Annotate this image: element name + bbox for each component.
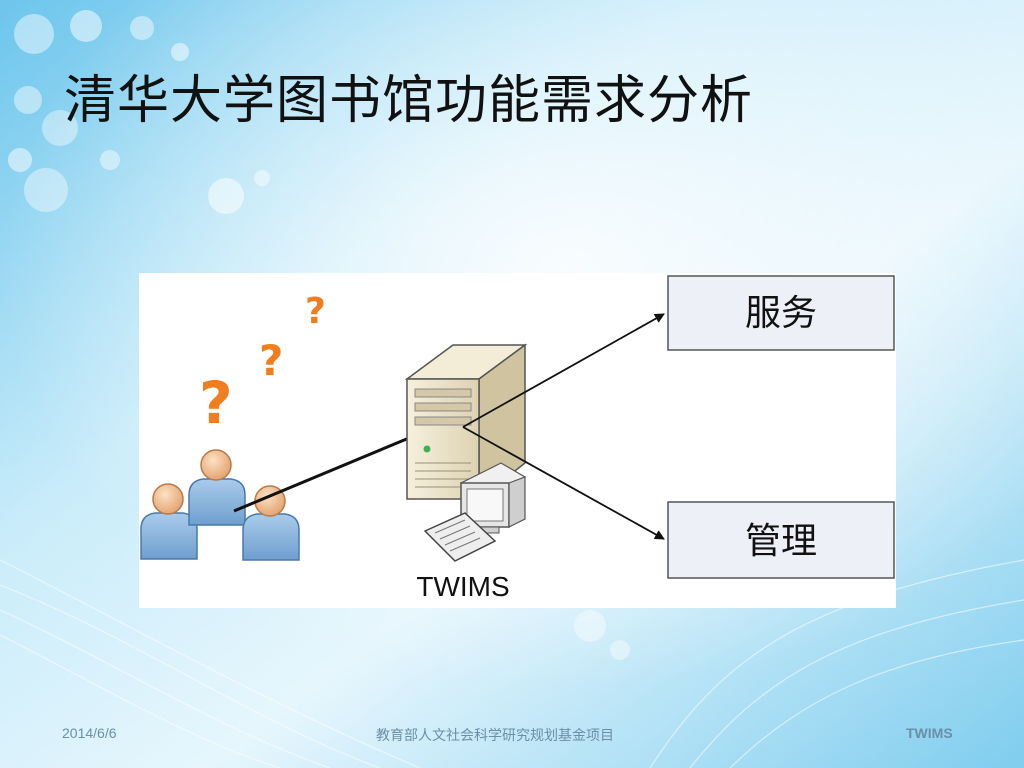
footer-project: 教育部人文社会科学研究规划基金项目 (376, 728, 614, 744)
question-mark-small: ? (305, 291, 326, 332)
services-label: 服务 (745, 293, 817, 334)
question-mark-medium: ? (259, 336, 283, 385)
diagram-panel: ? ? ? (139, 273, 896, 608)
bokeh-circles (8, 10, 630, 660)
management-label: 管理 (745, 521, 817, 562)
management-box: 管理 (667, 501, 895, 579)
arrow-to-management (462, 426, 665, 540)
services-box: 服务 (667, 275, 895, 351)
arrow-to-services (462, 313, 665, 428)
footer-brand: TWIMS (906, 725, 953, 741)
user-icon-left (140, 483, 198, 560)
user-icon-center (188, 449, 246, 526)
light-curves (0, 559, 1024, 768)
server-icon (404, 343, 528, 501)
arrow-users-to-server (233, 431, 422, 513)
footer-date: 2014/6/6 (62, 725, 117, 741)
question-mark-large: ? (199, 369, 233, 437)
keyboard-icon (423, 512, 497, 562)
monitor-icon (459, 462, 527, 534)
slide-title: 清华大学图书馆功能需求分析 (64, 71, 754, 131)
question-marks: ? ? ? (199, 291, 326, 437)
system-label: TWIMS (416, 571, 509, 602)
